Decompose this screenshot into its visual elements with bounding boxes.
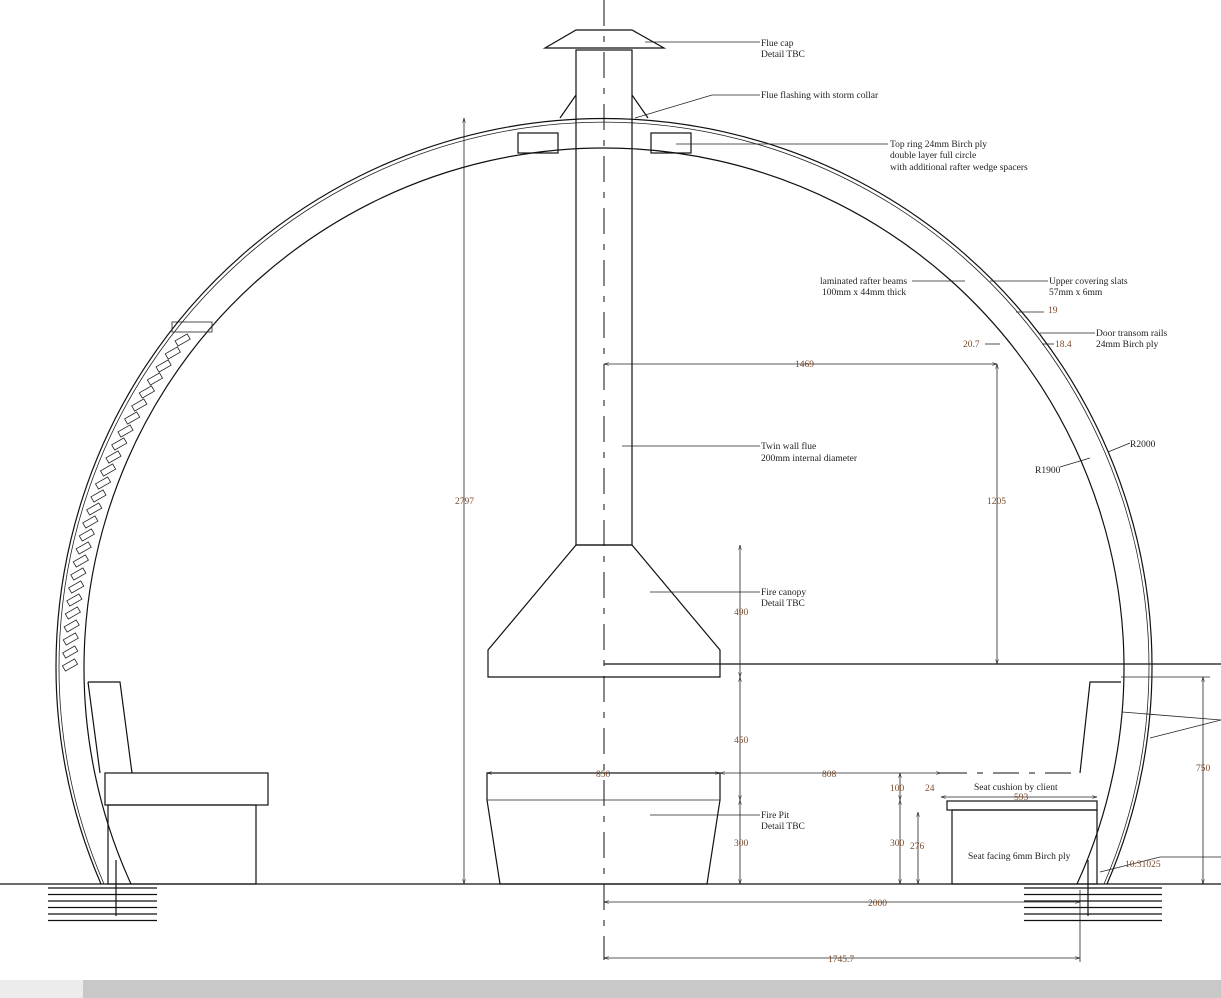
dim-20-7: 20.7: [963, 340, 980, 350]
dim-19: 19: [1048, 306, 1058, 316]
firepit-label-1: Fire Pit: [761, 811, 790, 821]
rafter-label-2: 100mm x 44mm thick: [822, 288, 906, 298]
covering-label-2: 57mm x 6mm: [1049, 288, 1103, 298]
dim-1205: 1205: [987, 497, 1006, 507]
dim-276: 276: [910, 842, 925, 852]
dim-490: 490: [734, 608, 749, 618]
top-ring-left: [517, 132, 559, 154]
top-ring-label-1: Top ring 24mm Birch ply: [890, 140, 987, 150]
rafter-brackets: [61, 333, 191, 672]
left-ring-block: [171, 321, 213, 333]
r-inner-label: R1900: [1035, 466, 1061, 476]
dim-850: 850: [596, 770, 611, 780]
dim-24: 24: [925, 784, 935, 794]
left-seat-bench: [104, 772, 269, 806]
right-foundation: [1024, 887, 1162, 922]
top-ring-label-3: with additional rafter wedge spacers: [890, 162, 1028, 173]
dim-100: 100: [890, 784, 905, 794]
facing-label: Seat facing 6mm Birch ply: [968, 851, 1071, 862]
left-seat-back: [87, 681, 133, 774]
cushion-label: Seat cushion by client: [974, 783, 1058, 793]
covering-label-1: Upper covering slats: [1049, 277, 1128, 287]
flue-label-1: Twin wall flue: [761, 441, 816, 452]
dim-300-seat: 300: [890, 839, 905, 849]
rafter-label-1: laminated rafter beams: [820, 276, 907, 287]
dim-808: 808: [822, 770, 837, 780]
dim-750: 750: [1196, 764, 1211, 774]
right-seat-frame: [951, 809, 1098, 885]
dim-1745-7: 1745.7: [828, 955, 854, 965]
canopy-label-1: Fire canopy: [761, 588, 806, 598]
inner-arc: [83, 147, 1125, 885]
dim-300-pit: 300: [734, 839, 749, 849]
dim-10-31: 10.31025: [1125, 860, 1161, 870]
dim-18-4: 18.4: [1055, 340, 1072, 350]
dim-1469: 1469: [795, 360, 814, 370]
flue-cap: [542, 29, 667, 49]
firepit-label-2: Detail TBC: [761, 822, 805, 832]
canopy-label-2: Detail TBC: [761, 599, 805, 609]
dim-2797: 2797: [455, 497, 474, 507]
transom-label-2: 24mm Birch ply: [1096, 340, 1159, 350]
transom-label-1: Door transom rails: [1096, 329, 1168, 339]
flue-cap-label: Flue cap: [761, 39, 794, 49]
horizontal-scrollbar[interactable]: [0, 980, 1221, 998]
flue-cap-detail: Detail TBC: [761, 50, 805, 60]
left-foundation: [48, 887, 157, 922]
outer-arc: [55, 117, 1153, 885]
dim-450: 450: [734, 736, 749, 746]
covering-slats: [58, 121, 1150, 885]
r-outer-label: R2000: [1130, 440, 1156, 450]
fire-canopy: [487, 544, 721, 678]
dim-2000: 2000: [868, 899, 887, 909]
flue-label-2: 200mm internal diameter: [761, 454, 858, 464]
top-ring-right: [650, 132, 692, 154]
top-ring-label-2: double layer full circle: [890, 150, 976, 161]
dim-593: 593: [1014, 793, 1029, 803]
flue-flashing: [559, 94, 649, 119]
scrollbar-track-left[interactable]: [0, 980, 83, 998]
flue-flashing-label: Flue flashing with storm collar: [761, 90, 879, 101]
left-seat-frame: [107, 804, 257, 885]
right-seat-back: [1079, 681, 1121, 774]
